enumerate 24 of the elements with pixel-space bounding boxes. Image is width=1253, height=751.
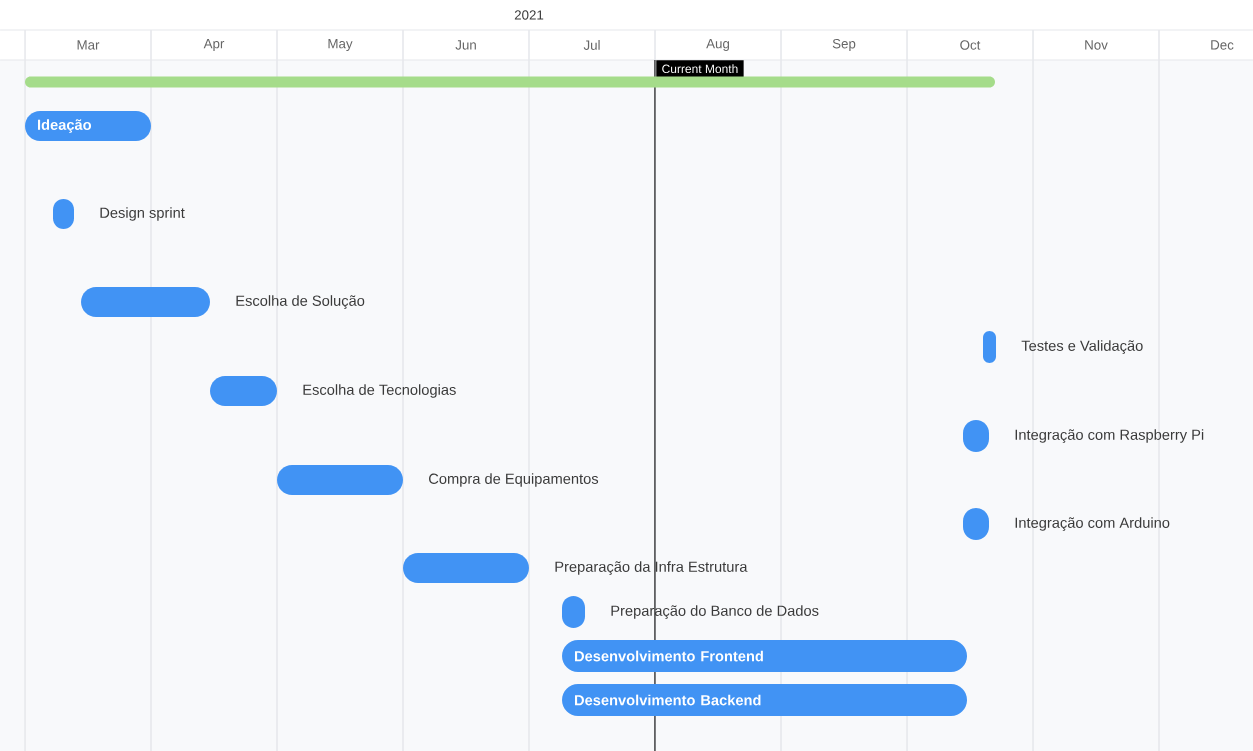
task-label: Compra de Equipamentos <box>429 473 599 487</box>
month-label: Jun <box>455 40 476 50</box>
current-month-tag: Current Month <box>656 60 744 78</box>
task-label: Escolha de Solução <box>236 295 365 309</box>
month-label: Oct <box>960 40 981 50</box>
month-label: Apr <box>203 39 225 51</box>
month-label: Mar <box>77 40 100 50</box>
month-label: Sep <box>832 38 856 52</box>
task-label: Testes e Validação <box>1021 340 1143 354</box>
month-label: Jul <box>583 40 600 50</box>
task-label: Design sprint <box>100 207 185 221</box>
task-bar: Desenvolvimento Backend <box>562 684 967 716</box>
month-label: Dec <box>1211 40 1234 50</box>
month-label: Aug <box>706 39 729 51</box>
task-label: Integração com Raspberry Pi <box>1015 429 1204 443</box>
task-bar <box>25 76 995 88</box>
task-bar: Ideação <box>25 111 151 141</box>
task-label: Escolha de Tecnologias <box>303 384 456 398</box>
month-label: Nov <box>1085 40 1108 50</box>
task-label: Preparação da Infra Estrutura <box>555 561 748 575</box>
month-label: May <box>328 39 353 51</box>
task-label: Integração com Arduino <box>1015 517 1170 531</box>
task-bar: Desenvolvimento Frontend <box>562 640 967 672</box>
year-label: 2021 <box>514 10 544 20</box>
